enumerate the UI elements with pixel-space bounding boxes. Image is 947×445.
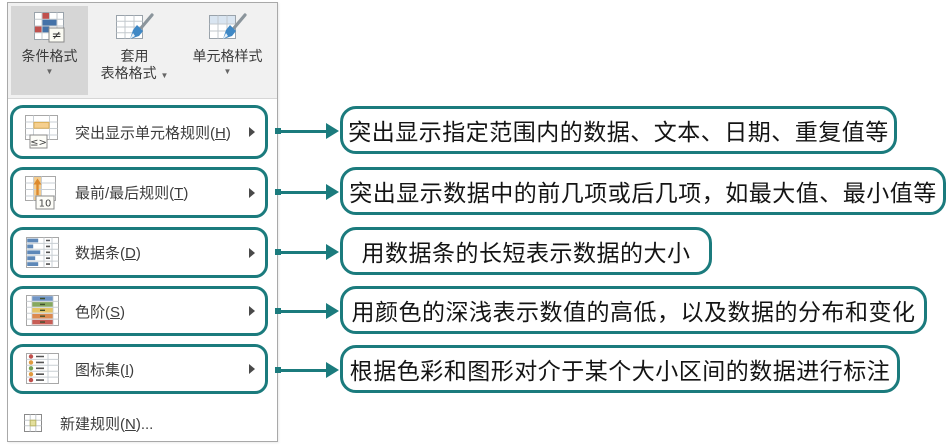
highlight-cells-rules-icon: ≤> [23, 114, 63, 150]
callout-text: 用数据条的长短表示数据的大小 [361, 241, 691, 267]
menu-item-label: 突出显示单元格规则(H) [75, 124, 231, 142]
callout-text: 用颜色的深浅表示数值的高低，以及数据的分布和变化 [351, 300, 916, 326]
menu-item-label: 最前/最后规则(T) [75, 185, 189, 202]
menu-item-label: 数据条(D) [75, 245, 141, 262]
svg-text:≠: ≠ [51, 28, 61, 42]
format-as-table-label: 套用 表格格式 ▼ [100, 48, 169, 81]
menu-item-label: 新建规则(N)... [60, 415, 154, 433]
svg-text:≤>: ≤> [30, 138, 47, 149]
dropdown-caret-icon: ▼ [45, 67, 54, 76]
menu-item-highlight-cells-rules[interactable]: ≤> 突出显示单元格规则(H) [10, 105, 268, 159]
menu-item-label: 图标集(I) [75, 361, 135, 379]
dropdown-caret-icon: ▼ [223, 67, 232, 76]
top-bottom-rules-icon: 10 [23, 175, 63, 211]
conditional-formatting-icon: ≠ [33, 10, 67, 48]
callout-highlight-cells-rules: 突出显示指定范围内的数据、文本、日期、重复值等 [340, 106, 897, 154]
submenu-arrow-icon [249, 247, 255, 258]
callout-color-scales: 用颜色的深浅表示数值的高低，以及数据的分布和变化 [340, 286, 927, 334]
callout-icon-sets: 根据色彩和图形对介于某个大小区间的数据进行标注 [340, 345, 900, 393]
menu-item-label: 色阶(S) [75, 303, 126, 321]
submenu-arrow-icon [249, 127, 255, 137]
conditional-formatting-label: 条件格式 [21, 48, 78, 64]
format-as-table-icon [115, 10, 155, 48]
callout-text: 突出显示指定范围内的数据、文本、日期、重复值等 [348, 120, 889, 146]
menu-item-data-bars[interactable]: 数据条(D) [10, 227, 268, 278]
data-bars-icon [23, 236, 63, 270]
cell-styles-button[interactable]: 单元格样式 ▼ [180, 6, 275, 95]
cell-styles-icon [208, 10, 248, 48]
menu-item-new-rule[interactable]: 新建规则(N)... [22, 407, 272, 439]
menu-item-color-scales[interactable]: 色阶(S) [10, 286, 268, 336]
dropdown-caret-icon: ▼ [160, 71, 169, 80]
new-rule-icon [22, 413, 44, 433]
menu-item-icon-sets[interactable]: 图标集(I) [10, 344, 268, 394]
svg-text:10: 10 [39, 198, 52, 209]
conditional-formatting-button[interactable]: ≠ 条件格式 ▼ [11, 6, 88, 95]
cell-styles-label: 单元格样式 [192, 48, 263, 64]
color-scales-icon [23, 294, 63, 328]
submenu-arrow-icon [249, 306, 255, 316]
callout-text: 突出显示数据中的前几项或后几项，如最大值、最小值等 [349, 181, 937, 207]
callout-text: 根据色彩和图形对介于某个大小区间的数据进行标注 [349, 359, 891, 385]
submenu-arrow-icon [249, 187, 255, 198]
ribbon-styles-group: ≠ 条件格式 ▼ 套用 表格格 [8, 3, 277, 99]
icon-sets-icon [23, 352, 63, 386]
format-as-table-button[interactable]: 套用 表格格式 ▼ [92, 6, 177, 95]
menu-item-top-bottom-rules[interactable]: 10 最前/最后规则(T) [10, 167, 268, 218]
callout-top-bottom-rules: 突出显示数据中的前几项或后几项，如最大值、最小值等 [340, 167, 946, 215]
submenu-arrow-icon [249, 364, 255, 374]
callout-data-bars: 用数据条的长短表示数据的大小 [340, 227, 712, 275]
